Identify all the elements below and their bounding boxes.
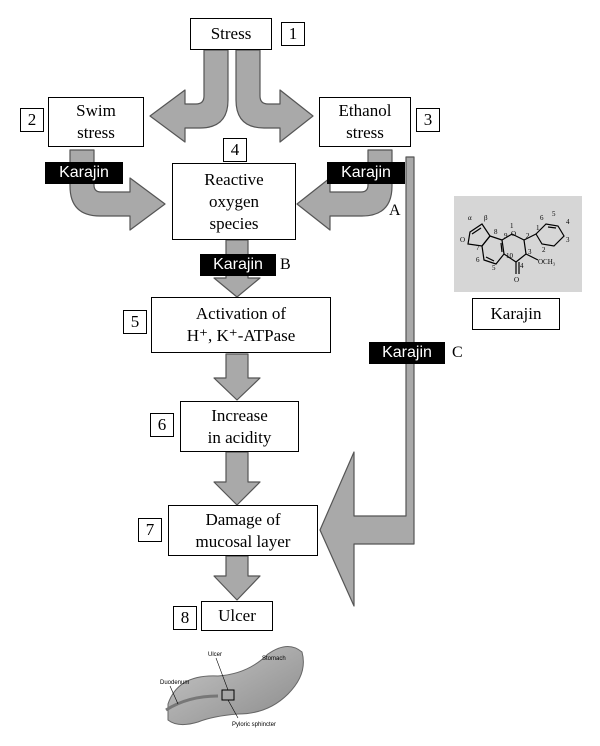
ros-label-2: oxygen [208, 191, 260, 211]
stomach-label-pyloric: Pyloric sphincter [232, 722, 276, 728]
arrow-karajin-c [319, 156, 415, 607]
struct-ph1: 1 [536, 224, 540, 232]
stomach-drawing: Duodenum Ulcer Stomach Pyloric sphincter [160, 646, 304, 728]
struct-n2: 2 [526, 232, 530, 240]
karajin-structure: α β O 1 2 3 4 5 6 7 8 9 10 O OCH₃ O 1 2 … [454, 196, 582, 292]
struct-n3: 3 [528, 248, 532, 256]
damage-box: Damage of mucosal layer [168, 505, 318, 556]
marker-b: B [280, 256, 291, 273]
damage-label-1: Damage of [205, 509, 281, 529]
ros-label-3: species [209, 213, 259, 233]
number-badge-5: 5 [123, 310, 147, 334]
ethanol-label-2: stress [346, 123, 384, 142]
stomach-label-stomach: Stomach [262, 656, 286, 662]
ros-box: Reactive oxygen species [172, 163, 296, 240]
ethanol-label-1: Ethanol [338, 101, 392, 120]
struct-o-furan: O [460, 236, 465, 244]
karajin-label-swim: Karajin [45, 162, 123, 184]
atpase-label-1: Activation of [195, 304, 287, 323]
karajin-label-c: Karajin [369, 342, 445, 364]
number-badge-1: 1 [281, 22, 305, 46]
struct-n1: 1 [510, 222, 514, 230]
karajin-molecule-drawing: α β O 1 2 3 4 5 6 7 8 9 10 O OCH₃ O 1 2 … [460, 210, 570, 284]
ethanol-stress-box: Ethanol stress [319, 97, 411, 147]
stress-box: Stress [190, 18, 272, 50]
stomach-label-ulcer: Ulcer [208, 652, 222, 658]
arrow-stress-to-swim [149, 49, 229, 143]
acidity-label-2: in acidity [207, 427, 272, 447]
struct-alpha: α [468, 214, 472, 222]
atpase-label-2: H⁺, K⁺-ATPase [186, 326, 296, 345]
struct-o-ring: O [511, 230, 516, 238]
ros-label-1: Reactive [204, 169, 264, 189]
struct-ph6: 6 [540, 214, 544, 222]
damage-label-2: mucosal layer [195, 531, 291, 551]
marker-c: C [452, 344, 463, 361]
struct-n5: 5 [492, 264, 496, 272]
stomach-label-duodenum: Duodenum [160, 680, 189, 686]
arrow-stress-to-ethanol [235, 49, 314, 143]
number-badge-4: 4 [223, 138, 247, 162]
struct-o-keto: O [514, 276, 519, 284]
number-badge-3: 3 [416, 108, 440, 132]
swim-label-2: stress [77, 123, 115, 142]
number-badge-2: 2 [20, 108, 44, 132]
struct-n9: 9 [504, 232, 508, 240]
struct-n8: 8 [494, 228, 498, 236]
struct-ph5: 5 [552, 210, 556, 218]
swim-label-1: Swim [76, 101, 116, 120]
struct-n6: 6 [476, 256, 480, 264]
struct-ph2: 2 [542, 246, 546, 254]
arrow-acidity-to-damage [213, 451, 261, 506]
struct-beta: β [484, 214, 488, 222]
atpase-box: Activation of H⁺, K⁺-ATPase [151, 297, 331, 353]
ulcer-box: Ulcer [201, 601, 273, 631]
number-badge-6: 6 [150, 413, 174, 437]
acidity-label-1: Increase [211, 405, 268, 425]
karajin-label-ethanol: Karajin [327, 162, 405, 184]
stress-label: Stress [210, 24, 252, 43]
arrow-damage-to-ulcer [213, 555, 261, 601]
arrow-atpase-to-acidity [213, 353, 261, 401]
karajin-caption: Karajin [490, 304, 542, 323]
swim-stress-box: Swim stress [48, 97, 144, 147]
number-badge-7: 7 [138, 518, 162, 542]
struct-ph3: 3 [566, 236, 570, 244]
struct-ph4: 4 [566, 218, 570, 226]
stomach-illustration: Duodenum Ulcer Stomach Pyloric sphincter [158, 634, 308, 730]
marker-a: A [389, 202, 401, 219]
struct-n10: 10 [506, 252, 514, 260]
number-badge-8: 8 [173, 606, 197, 630]
struct-och3: OCH₃ [538, 258, 556, 266]
ulcer-label: Ulcer [218, 606, 256, 625]
struct-n7: 7 [476, 244, 480, 252]
acidity-box: Increase in acidity [180, 401, 299, 452]
struct-n4: 4 [520, 262, 524, 270]
karajin-label-b: Karajin [200, 254, 276, 276]
karajin-caption-box: Karajin [472, 298, 560, 330]
